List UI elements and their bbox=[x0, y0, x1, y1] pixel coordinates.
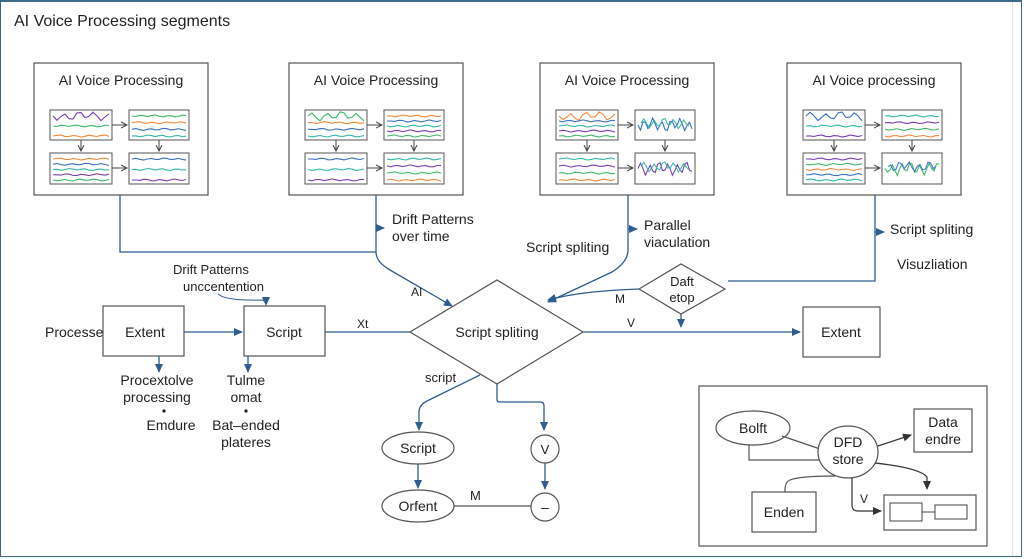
mini-waveform-chart bbox=[304, 109, 368, 141]
mini-waveform-chart bbox=[634, 152, 696, 185]
mini-waveform-chart bbox=[383, 109, 445, 141]
dfd-store-circle[interactable] bbox=[817, 425, 879, 479]
panel-4: AI Voice processing bbox=[786, 62, 962, 196]
dfd-v-label: V bbox=[860, 492, 868, 506]
daft-diamond[interactable] bbox=[637, 263, 727, 315]
mini-waveform-chart bbox=[802, 109, 866, 141]
waveform-grid-icon bbox=[555, 109, 696, 185]
label-v-mid: V bbox=[627, 316, 635, 330]
dfd-data-label-2: endre bbox=[925, 431, 961, 447]
connector-panel1 bbox=[119, 195, 376, 253]
minus-circle[interactable] bbox=[530, 492, 560, 522]
connector-uncc-to-script bbox=[217, 293, 270, 306]
label-m-top: M bbox=[615, 292, 625, 306]
script-oval-label: Script bbox=[400, 440, 436, 456]
label-drift-1: Drift Patterns bbox=[392, 211, 474, 227]
extent-left-label: Extent bbox=[125, 324, 165, 340]
note-right-2: omat bbox=[230, 389, 261, 405]
main-row: Processe Extent Script Xt Script splitin… bbox=[45, 263, 881, 385]
daft-label-1: Daft bbox=[670, 274, 694, 289]
label-script-low: script bbox=[425, 370, 456, 385]
note-right-bullet-2: plateres bbox=[221, 434, 271, 450]
dfd-enden-box[interactable] bbox=[751, 491, 817, 533]
label-script-spliting-mid: Script spliting bbox=[526, 239, 609, 255]
mini-waveform-chart bbox=[881, 109, 943, 141]
mini-waveform-chart bbox=[128, 152, 190, 185]
label-parallel-2: viaculation bbox=[644, 234, 710, 250]
mini-waveform-chart bbox=[383, 152, 445, 185]
extent-left-box[interactable] bbox=[102, 305, 185, 357]
extent-right-label: Extent bbox=[821, 324, 861, 340]
daft-label-2: etop bbox=[669, 290, 694, 305]
label-visualization: Visuzliation bbox=[897, 256, 968, 272]
label-drift-uncc-1: Drift Patterns bbox=[173, 262, 249, 277]
dfd-inset: Bolft DFD store Data endre Enden V bbox=[698, 385, 988, 547]
waveform-grid-icon bbox=[304, 109, 445, 185]
panel-connectors bbox=[119, 195, 885, 328]
mini-waveform-chart bbox=[304, 152, 368, 185]
label-processe: Processe bbox=[45, 324, 104, 340]
waveform-grid-icon bbox=[802, 109, 943, 185]
floating-labels: Drift Patterns over time Script spliting… bbox=[173, 211, 973, 306]
note-left-2: processing bbox=[123, 389, 191, 405]
mini-waveform-chart bbox=[881, 152, 943, 185]
label-parallel-1: Parallel bbox=[644, 217, 691, 233]
panel-title: AI Voice processing bbox=[813, 72, 936, 88]
panel-title: AI Voice Processing bbox=[314, 72, 439, 88]
mini-waveform-chart bbox=[555, 152, 619, 185]
v-circle-label: V bbox=[541, 442, 550, 457]
extent-right-box[interactable] bbox=[802, 306, 881, 358]
dfd-bolft-oval[interactable] bbox=[715, 410, 791, 446]
note-left-1: Procextolve bbox=[120, 372, 193, 388]
script-box-label: Script bbox=[266, 324, 302, 340]
panel-2: AI Voice Processing bbox=[288, 62, 464, 196]
dfd-store-label-1: DFD bbox=[834, 434, 863, 450]
label-script-spliting-right: Script spliting bbox=[890, 221, 973, 237]
panel-3: AI Voice Processing bbox=[539, 62, 715, 196]
note-right-1: Tulme bbox=[227, 372, 266, 388]
connector-panel2 bbox=[375, 195, 453, 307]
dfd-enden-label: Enden bbox=[764, 504, 804, 520]
dfd-data-box[interactable] bbox=[913, 408, 973, 453]
dfd-data-label-1: Data bbox=[928, 414, 958, 430]
connector-panel4 bbox=[728, 195, 876, 282]
orfent-oval-label: Orfent bbox=[399, 498, 438, 514]
notes: Procextolve processing Emdure Tulme omat… bbox=[120, 356, 280, 450]
decision-label: Script spliting bbox=[455, 324, 538, 340]
diagram-title: AI Voice Processing segments bbox=[14, 13, 230, 30]
waveform-grid-icon bbox=[49, 109, 190, 185]
label-xt: Xt bbox=[357, 317, 369, 331]
mini-waveform-chart bbox=[555, 109, 619, 141]
connector-panel3 bbox=[547, 195, 629, 303]
bottom-branch: script Script Orfent V – M bbox=[381, 370, 560, 523]
mini-waveform-chart bbox=[802, 152, 866, 185]
mini-waveform-chart bbox=[634, 109, 696, 141]
mini-waveform-chart bbox=[49, 152, 113, 185]
minus-circle-label: – bbox=[541, 499, 549, 515]
label-m-bottom: M bbox=[470, 488, 481, 503]
panel-title: AI Voice Processing bbox=[59, 72, 184, 88]
connector-daft-to-decision bbox=[547, 288, 640, 302]
dfd-store-label-2: store bbox=[832, 451, 863, 467]
dfd-bolft-label: Bolft bbox=[739, 420, 767, 436]
panel-title: AI Voice Processing bbox=[565, 72, 690, 88]
script-box[interactable] bbox=[243, 305, 326, 357]
mini-waveform-chart bbox=[128, 109, 190, 141]
label-drift-uncc-2: unccentention bbox=[183, 279, 264, 294]
panel-1: AI Voice Processing bbox=[33, 62, 209, 196]
label-drift-2: over time bbox=[392, 228, 450, 244]
note-right-bullet-1: Bat–ended bbox=[212, 417, 280, 433]
note-left-bullet: Emdure bbox=[146, 417, 195, 433]
mini-waveform-chart bbox=[49, 109, 113, 141]
label-ai: AI bbox=[411, 285, 422, 299]
